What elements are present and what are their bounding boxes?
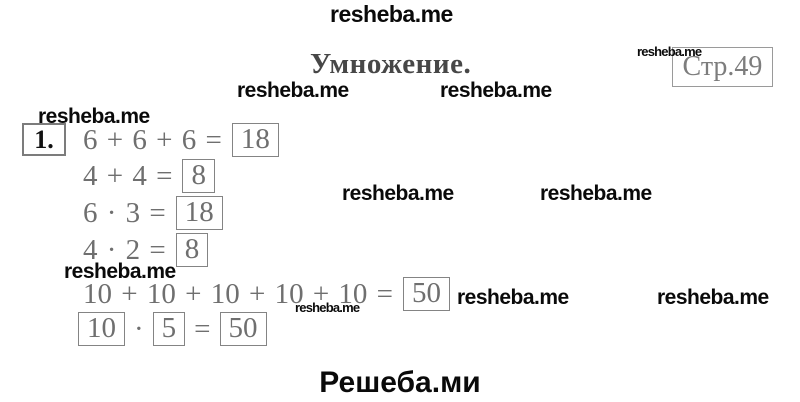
watermark: resheba.me [342, 182, 454, 205]
factor-box: 10 [78, 312, 125, 346]
equation-line: 10 + 10 + 10 + 10 + 10 = 50 [83, 276, 451, 311]
factor-value: 5 [161, 311, 177, 344]
answer-box: 50 [219, 311, 267, 346]
problem-number-box: 1. [22, 123, 66, 156]
answer-value: 8 [184, 232, 200, 265]
page-number-label: Стр.49 [682, 51, 763, 82]
equation-line: 6 + 6 + 6 = 18 [83, 123, 279, 157]
equation-expression: 4 · 2 = [83, 233, 166, 266]
equation-expression: 4 + 4 = [83, 159, 173, 192]
equation-line: 6 · 3 = 18 [83, 196, 223, 230]
equation-line: 4 + 4 = 8 [83, 159, 215, 193]
watermark: resheba.me [440, 79, 552, 102]
watermark: resheba.me [38, 105, 150, 128]
watermark: resheba.me [657, 286, 769, 309]
equation-line: 4 · 2 = 8 [83, 232, 209, 267]
answer-box: 8 [175, 232, 209, 267]
footer-brand: Решеба.ми [319, 366, 481, 399]
equation-expression: 10 + 10 + 10 + 10 + 10 = [83, 277, 394, 310]
watermark: resheba.me [295, 300, 360, 315]
watermark: resheba.me [237, 79, 349, 102]
watermark: resheba.me [540, 182, 652, 205]
watermark: resheba.me [637, 44, 702, 59]
multiply-dot: · [134, 312, 144, 345]
problem-number-label: 1. [34, 124, 54, 154]
page-title: Умножение. [310, 48, 472, 80]
answer-value: 8 [191, 158, 206, 191]
equation-expression: 6 + 6 + 6 = [83, 123, 222, 156]
equation-expression: 6 · 3 = [83, 196, 166, 229]
answer-value: 18 [184, 195, 214, 228]
watermark: resheba.me [330, 1, 453, 27]
page-number-badge: Стр.49 [672, 47, 773, 87]
answer-box: 18 [175, 195, 223, 230]
watermark: resheba.me [64, 260, 176, 283]
answer-box: 8 [182, 159, 215, 193]
answer-box: 18 [231, 122, 279, 157]
factor-box: 5 [152, 311, 186, 346]
answer-value: 50 [228, 311, 258, 344]
answer-value: 50 [412, 276, 442, 309]
answer-value: 18 [240, 122, 270, 155]
factor-value: 10 [87, 311, 116, 344]
watermark: resheba.me [457, 286, 569, 309]
equation-line: 10 · 5 = 50 [78, 312, 267, 346]
equals-sign: = [194, 312, 211, 345]
answer-box: 50 [403, 276, 451, 311]
